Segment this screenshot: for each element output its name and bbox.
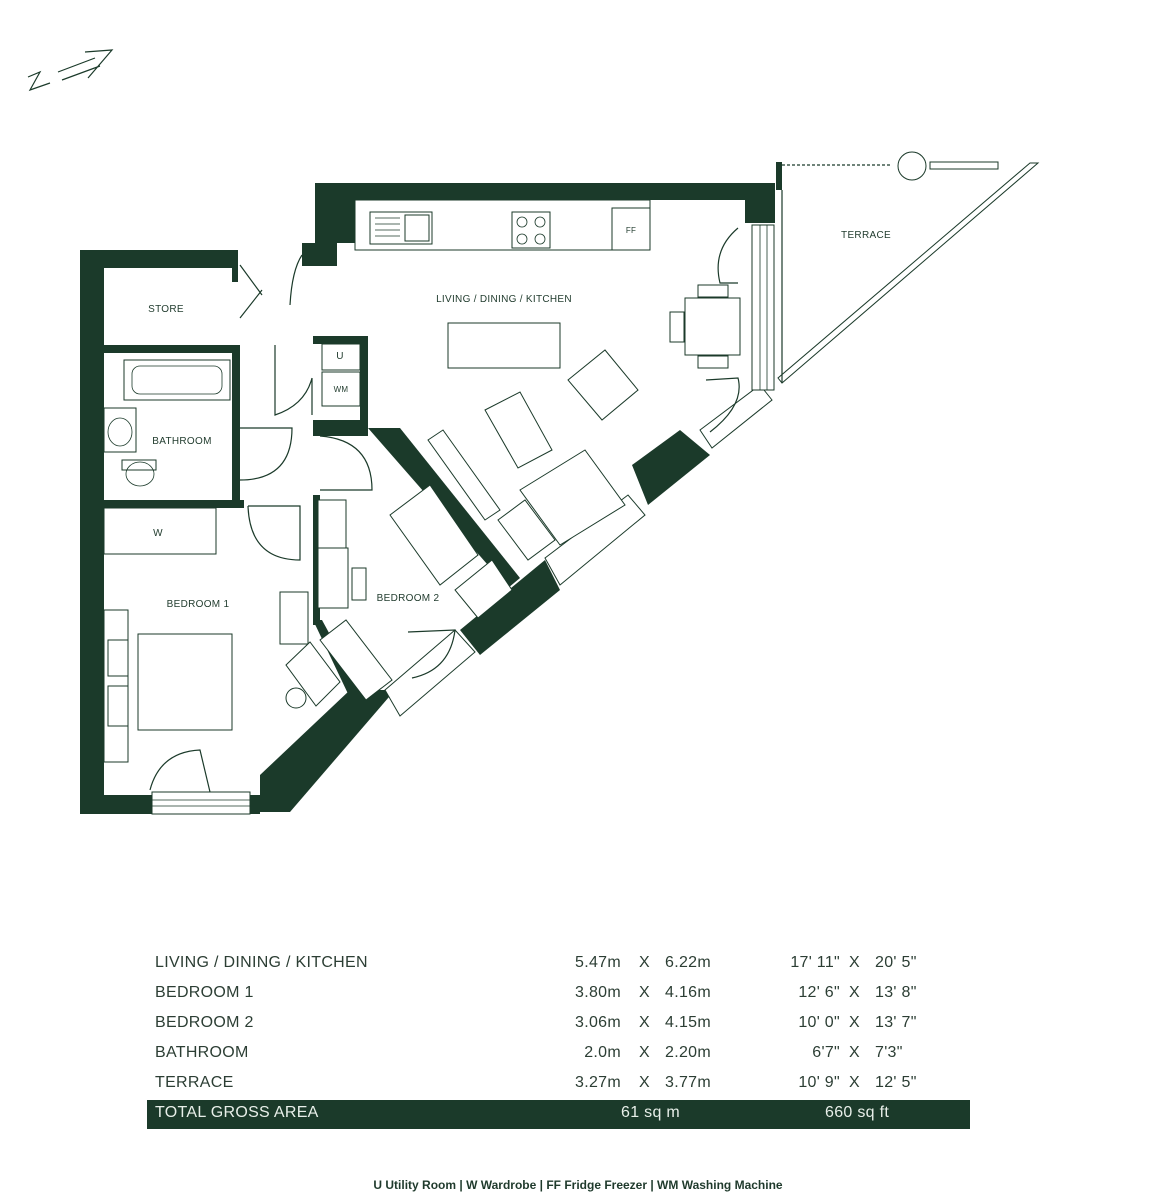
metric-length: 4.15m <box>665 1014 711 1031</box>
room-label-bedroom1: BEDROOM 1 <box>167 599 230 610</box>
area-row: BEDROOM 2 3.06m X 4.15m 10' 0" X 13' 7" <box>147 1010 970 1040</box>
times-sign: X <box>639 1014 650 1031</box>
imperial-width: 12' 6" <box>798 984 840 1001</box>
imperial-length: 20' 5" <box>875 954 917 971</box>
room-label-living: LIVING / DINING / KITCHEN <box>436 294 572 305</box>
windows <box>151 224 775 815</box>
label-fridge-freezer: FF <box>626 226 636 235</box>
area-row: TERRACE 3.27m X 3.77m 10' 9" X 12' 5" <box>147 1070 970 1100</box>
living-furniture <box>427 284 741 561</box>
imperial-width: 10' 9" <box>798 1074 840 1091</box>
room-name: BATHROOM <box>155 1044 249 1061</box>
room-name: LIVING / DINING / KITCHEN <box>155 954 368 971</box>
bedroom-furniture <box>103 484 513 763</box>
metric-length: 3.77m <box>665 1074 711 1091</box>
area-row: BATHROOM 2.0m X 2.20m 6'7" X 7'3" <box>147 1040 970 1070</box>
total-sqft: 660 sq ft <box>825 1104 890 1121</box>
times-sign: X <box>849 1014 860 1031</box>
imperial-length: 13' 8" <box>875 984 917 1001</box>
times-sign: X <box>849 1044 860 1061</box>
room-name: BEDROOM 2 <box>155 1014 254 1031</box>
metric-length: 6.22m <box>665 954 711 971</box>
times-sign: X <box>849 984 860 1001</box>
room-label-terrace: TERRACE <box>841 230 891 241</box>
times-sign: X <box>849 1074 860 1091</box>
area-row: BEDROOM 1 3.80m X 4.16m 12' 6" X 13' 8" <box>147 980 970 1010</box>
metric-width: 3.06m <box>575 1014 621 1031</box>
total-sqm: 61 sq m <box>621 1104 681 1121</box>
imperial-length: 12' 5" <box>875 1074 917 1091</box>
doors <box>149 227 740 793</box>
times-sign: X <box>639 954 650 971</box>
room-label-bathroom: BATHROOM <box>152 436 211 447</box>
total-gross-area-row: TOTAL GROSS AREA 61 sq m 660 sq ft <box>147 1100 970 1129</box>
north-arrow-icon <box>27 49 114 92</box>
metric-length: 4.16m <box>665 984 711 1001</box>
times-sign: X <box>849 954 860 971</box>
abbreviation-legend: U Utility Room | W Wardrobe | FF Fridge … <box>373 1178 783 1192</box>
imperial-width: 6'7" <box>812 1044 840 1061</box>
room-name: TERRACE <box>155 1074 234 1091</box>
metric-width: 5.47m <box>575 954 621 971</box>
bathroom-fixtures <box>103 343 361 555</box>
exterior-walls <box>80 162 782 814</box>
area-row: LIVING / DINING / KITCHEN 5.47m X 6.22m 17' … <box>147 950 970 980</box>
label-washing-machine: WM <box>334 385 349 394</box>
times-sign: X <box>639 1074 650 1091</box>
times-sign: X <box>639 984 650 1001</box>
kitchen-units <box>354 199 651 369</box>
imperial-length: 7'3" <box>875 1044 903 1061</box>
room-name: BEDROOM 1 <box>155 984 254 1001</box>
metric-length: 2.20m <box>665 1044 711 1061</box>
metric-width: 2.0m <box>584 1044 621 1061</box>
floor-plan: LIVING / DINING / KITCHEN STORE BATHROOM… <box>27 49 1040 815</box>
imperial-length: 13' 7" <box>875 1014 917 1031</box>
label-utility: U <box>336 351 344 362</box>
metric-width: 3.27m <box>575 1074 621 1091</box>
terrace-boundary <box>777 151 1040 384</box>
times-sign: X <box>639 1044 650 1061</box>
room-label-bedroom2: BEDROOM 2 <box>377 593 440 604</box>
room-label-store: STORE <box>148 304 184 315</box>
metric-width: 3.80m <box>575 984 621 1001</box>
label-wardrobe: W <box>153 528 163 539</box>
imperial-width: 17' 11" <box>790 954 840 971</box>
imperial-width: 10' 0" <box>798 1014 840 1031</box>
total-label: TOTAL GROSS AREA <box>155 1104 319 1121</box>
